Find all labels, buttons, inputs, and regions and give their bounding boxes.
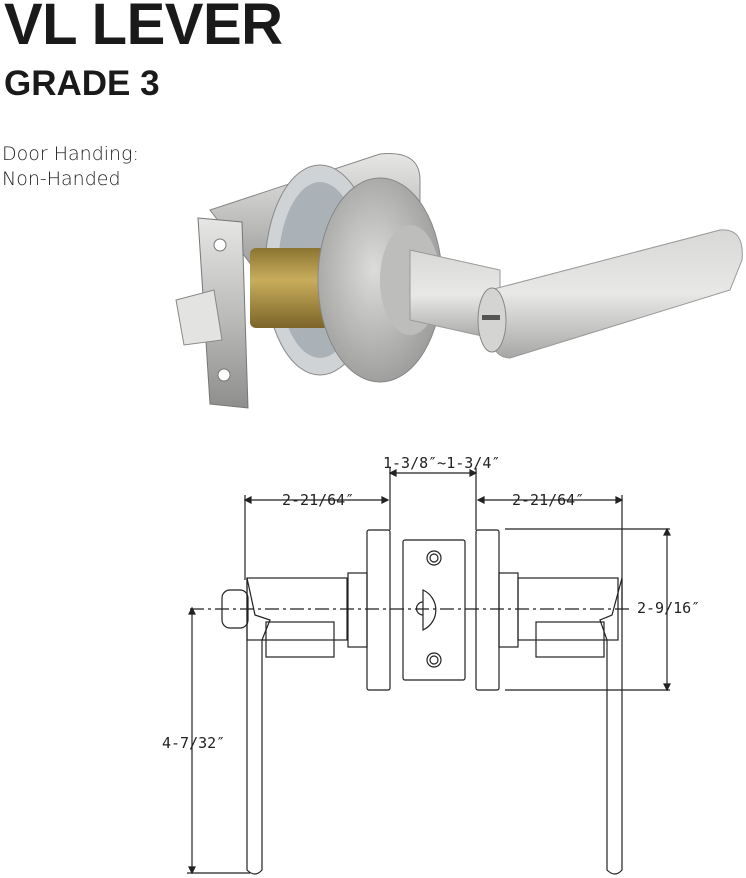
right-projection-dimension: 2-21/64″ — [512, 491, 584, 509]
door-handing-label: Door Handing: — [2, 143, 139, 165]
product-title: VL LEVER — [4, 0, 283, 57]
door-handing-value: Non-Handed — [2, 168, 121, 190]
product-grade: GRADE 3 — [4, 64, 160, 103]
left-projection-dimension: 2-21/64″ — [282, 491, 354, 509]
door-handing-spec: Door Handing: Non-Handed — [2, 142, 139, 192]
lever-length-dimension: 4-7/32″ — [162, 734, 225, 752]
door-thickness-dimension: 1-3/8″~1-3/4″ — [383, 454, 500, 472]
rose-diameter-dimension: 2-9/16″ — [637, 599, 700, 617]
product-photo — [175, 153, 743, 409]
technical-drawing: 1-3/8″~1-3/4″ 2-21/64″ 2-21/64″ 2-9/16″ … — [162, 454, 700, 875]
